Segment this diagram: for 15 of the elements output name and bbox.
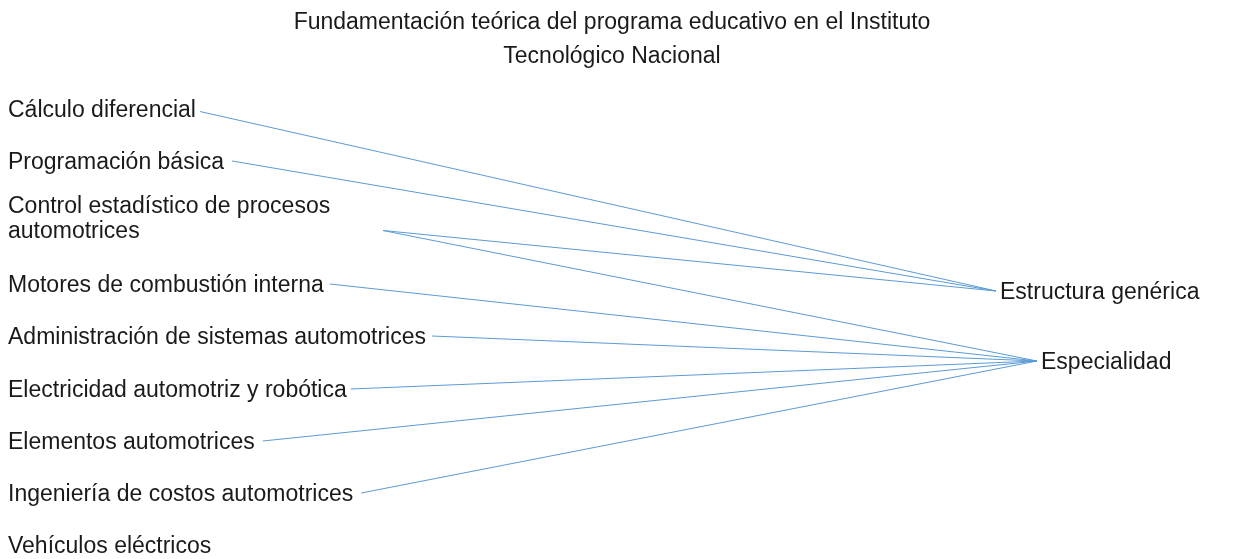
- diagram-title: Fundamentación teórica del programa educativo en el Instituto Tecnológico Nacional: [292, 7, 932, 70]
- topic-label: Control estadístico de procesos automotrices: [8, 193, 383, 243]
- topic-label: Cálculo diferencial: [8, 96, 200, 122]
- topic-label: Estructura genérica: [996, 278, 1200, 304]
- connector-line: [360, 360, 1038, 494]
- topic-label: Electricidad automotriz y robótica: [8, 376, 351, 402]
- topic-label: Programación básica: [8, 148, 233, 174]
- topic-label: Especialidad: [1037, 348, 1172, 374]
- topic-label: Elementos automotrices: [8, 428, 263, 454]
- connector-line: [350, 360, 1038, 390]
- topic-label: Vehículos eléctricos: [8, 532, 220, 558]
- connector-line: [262, 360, 1038, 442]
- topic-label: Motores de combustión interna: [8, 271, 330, 297]
- topic-label: Ingeniería de costos automotrices: [8, 480, 362, 506]
- topic-label: Administración de sistemas automotrices: [8, 323, 432, 349]
